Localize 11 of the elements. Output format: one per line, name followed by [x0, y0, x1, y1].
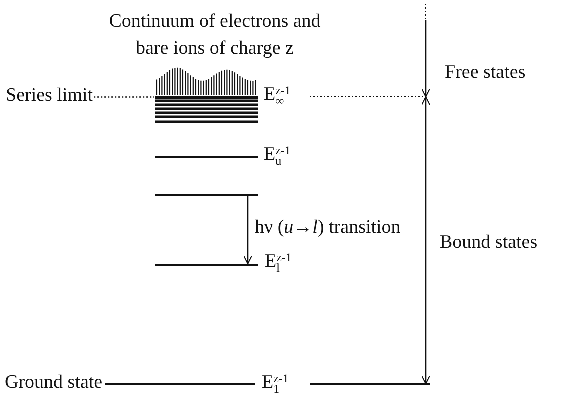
region-label: Free states — [445, 62, 526, 85]
energy-level-line — [155, 96, 258, 98]
series-limit-label: Series limit — [6, 85, 94, 108]
region-label: Bound states — [440, 232, 538, 255]
energy-level-line — [155, 264, 258, 266]
transition-arrow — [243, 196, 253, 265]
ground-state-label: Ground state — [5, 372, 103, 395]
energy-level-line — [155, 194, 258, 196]
leader-line — [94, 96, 154, 98]
continuum-label: Continuum of electrons and bare ions of charge z — [108, 10, 322, 61]
edge-label: hν (u→l) transition — [255, 217, 401, 240]
